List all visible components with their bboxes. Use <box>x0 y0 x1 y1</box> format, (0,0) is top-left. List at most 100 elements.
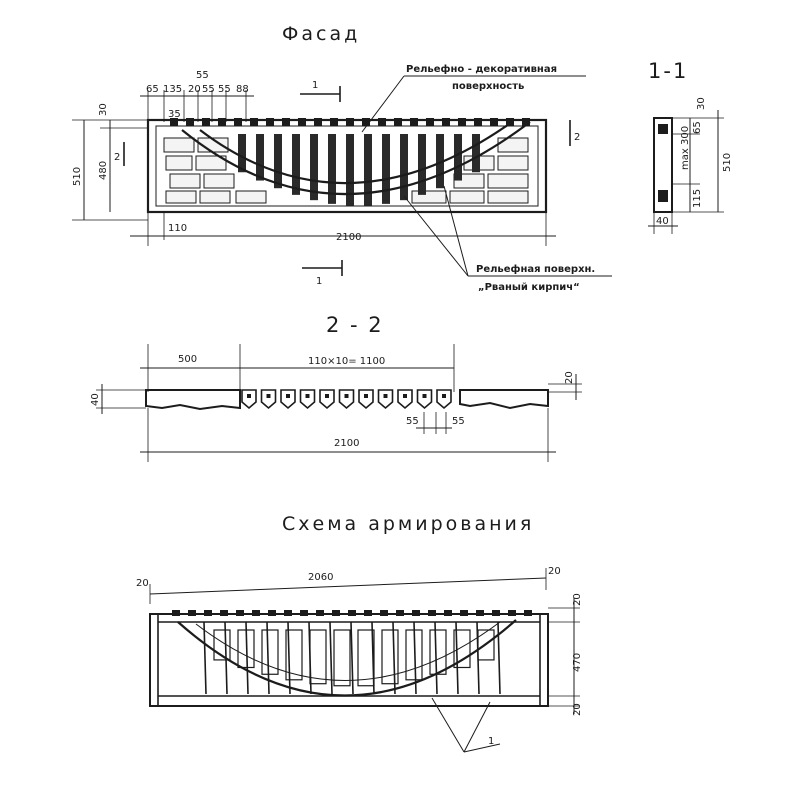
relief-tooth <box>506 118 514 126</box>
dim-top-55a: 55 <box>202 84 215 95</box>
rf-opening <box>381 629 399 685</box>
rf-tooth <box>476 610 484 616</box>
rf-stirrup <box>203 621 207 695</box>
relief-tooth <box>234 118 242 126</box>
reinforcement-view: 20 2060 20 20 470 20 1 <box>136 566 583 753</box>
decorative-relief-bars <box>238 134 480 206</box>
rib-tooth <box>260 389 277 410</box>
rf-opening <box>213 629 231 661</box>
dim-2-2-2100: 2100 <box>334 438 359 449</box>
rf-tooth <box>508 610 516 616</box>
relief-tooth <box>442 118 450 126</box>
relief-bar <box>400 134 408 201</box>
brick-texture-right <box>411 137 529 204</box>
dim-1-1-510: 510 <box>722 153 733 172</box>
rf-tooth <box>492 610 500 616</box>
relief-bar <box>418 134 426 195</box>
rf-opening <box>261 629 279 675</box>
rf-stirrup <box>224 621 228 695</box>
rf-stirrup <box>476 621 480 695</box>
rib-tooth <box>358 389 374 410</box>
relief-tooth <box>298 118 306 126</box>
rib-tooth <box>377 389 394 410</box>
rib-bar-dot <box>286 394 290 398</box>
rf-tooth <box>172 610 180 616</box>
relief-tooth <box>394 118 402 126</box>
relief-tooth <box>410 118 418 126</box>
relief-tooth <box>314 118 322 126</box>
rf-tooth <box>204 610 212 616</box>
dim-2-2-500: 500 <box>178 354 197 365</box>
dim-2-2-55b: 55 <box>452 416 465 427</box>
rib-bar-dot <box>247 394 251 398</box>
rf-opening <box>333 629 351 687</box>
relief-tooth <box>426 118 434 126</box>
relief-tooth <box>330 118 338 126</box>
rib-tooth <box>416 389 433 410</box>
leader-brick-text-2: „Рваный кирпич“ <box>478 282 580 293</box>
relief-tooth <box>378 118 386 126</box>
reinforcement-arch-bar-2 <box>195 621 501 681</box>
rf-stirrup <box>329 621 333 695</box>
dim-top-55b: 55 <box>218 84 231 95</box>
rib-tooth <box>280 389 296 410</box>
rf-opening <box>285 629 303 681</box>
rf-tooth <box>412 610 420 616</box>
rf-stirrup <box>371 621 375 695</box>
rf-tooth <box>460 610 468 616</box>
facade-left-dimensions: 510 480 30 2 2 <box>72 103 580 221</box>
dim-1-1-115: 115 <box>692 189 703 208</box>
rf-stirrup <box>350 621 354 695</box>
facade-arch-inner <box>199 121 513 185</box>
relief-bar <box>436 134 444 189</box>
rf-tooth <box>252 610 260 616</box>
dim-1-1-40: 40 <box>656 216 669 227</box>
rf-stirrup <box>392 621 396 695</box>
rf-stirrup <box>455 621 459 695</box>
dim-top-65: 65 <box>146 84 159 95</box>
relief-bar <box>274 134 282 189</box>
rf-opening <box>429 629 447 675</box>
section-mark-2-right: 2 <box>574 132 580 143</box>
rf-tooth <box>220 610 228 616</box>
reinforcement-callout-1: 1 <box>488 736 494 747</box>
relief-tooth <box>250 118 258 126</box>
relief-bar <box>328 134 336 204</box>
section-mark-2-left: 2 <box>114 152 120 163</box>
leader-brick: Рельефная поверхн. „Рваный кирпич“ <box>403 185 612 293</box>
reinforcement-relief-teeth <box>172 610 532 616</box>
relief-bar <box>364 134 372 206</box>
rf-stirrup <box>434 621 438 695</box>
dim-2-2-pitch: 110×10= 1100 <box>308 356 385 367</box>
section-1-1-view: 30 65 max 300 115 510 40 <box>648 97 733 234</box>
rf-tooth <box>300 610 308 616</box>
relief-tooth <box>522 118 530 126</box>
relief-bar <box>346 134 354 206</box>
relief-tooth <box>474 118 482 126</box>
rf-tooth <box>268 610 276 616</box>
rib-tooth <box>436 389 452 410</box>
rf-opening <box>357 629 375 687</box>
relief-bar <box>238 134 246 173</box>
relief-tooth <box>458 118 466 126</box>
relief-tooth <box>170 118 178 126</box>
relief-tooth <box>490 118 498 126</box>
rib-bar-dot <box>344 394 349 398</box>
relief-tooth <box>346 118 354 126</box>
section-1-1-title: 1-1 <box>648 59 688 83</box>
facade-bottom-dimensions: 110 2100 <box>130 212 556 246</box>
rib-bar-dot <box>422 394 427 398</box>
relief-tooth <box>266 118 274 126</box>
dim-2100-facade: 2100 <box>336 232 361 243</box>
rf-opening <box>309 629 327 685</box>
reinforcement-stirrups <box>203 621 501 695</box>
dim-110: 110 <box>168 223 187 234</box>
relief-tooth <box>186 118 194 126</box>
dim-left-30: 30 <box>98 103 109 116</box>
rib-bar-dot <box>325 394 329 398</box>
rf-tooth <box>284 610 292 616</box>
rf-tooth <box>444 610 452 616</box>
rf-stirrup <box>266 621 270 695</box>
section-mark-top: 1 <box>312 80 318 91</box>
section-2-2-view: 500 110×10= 1100 40 20 55 55 2100 <box>90 344 582 462</box>
